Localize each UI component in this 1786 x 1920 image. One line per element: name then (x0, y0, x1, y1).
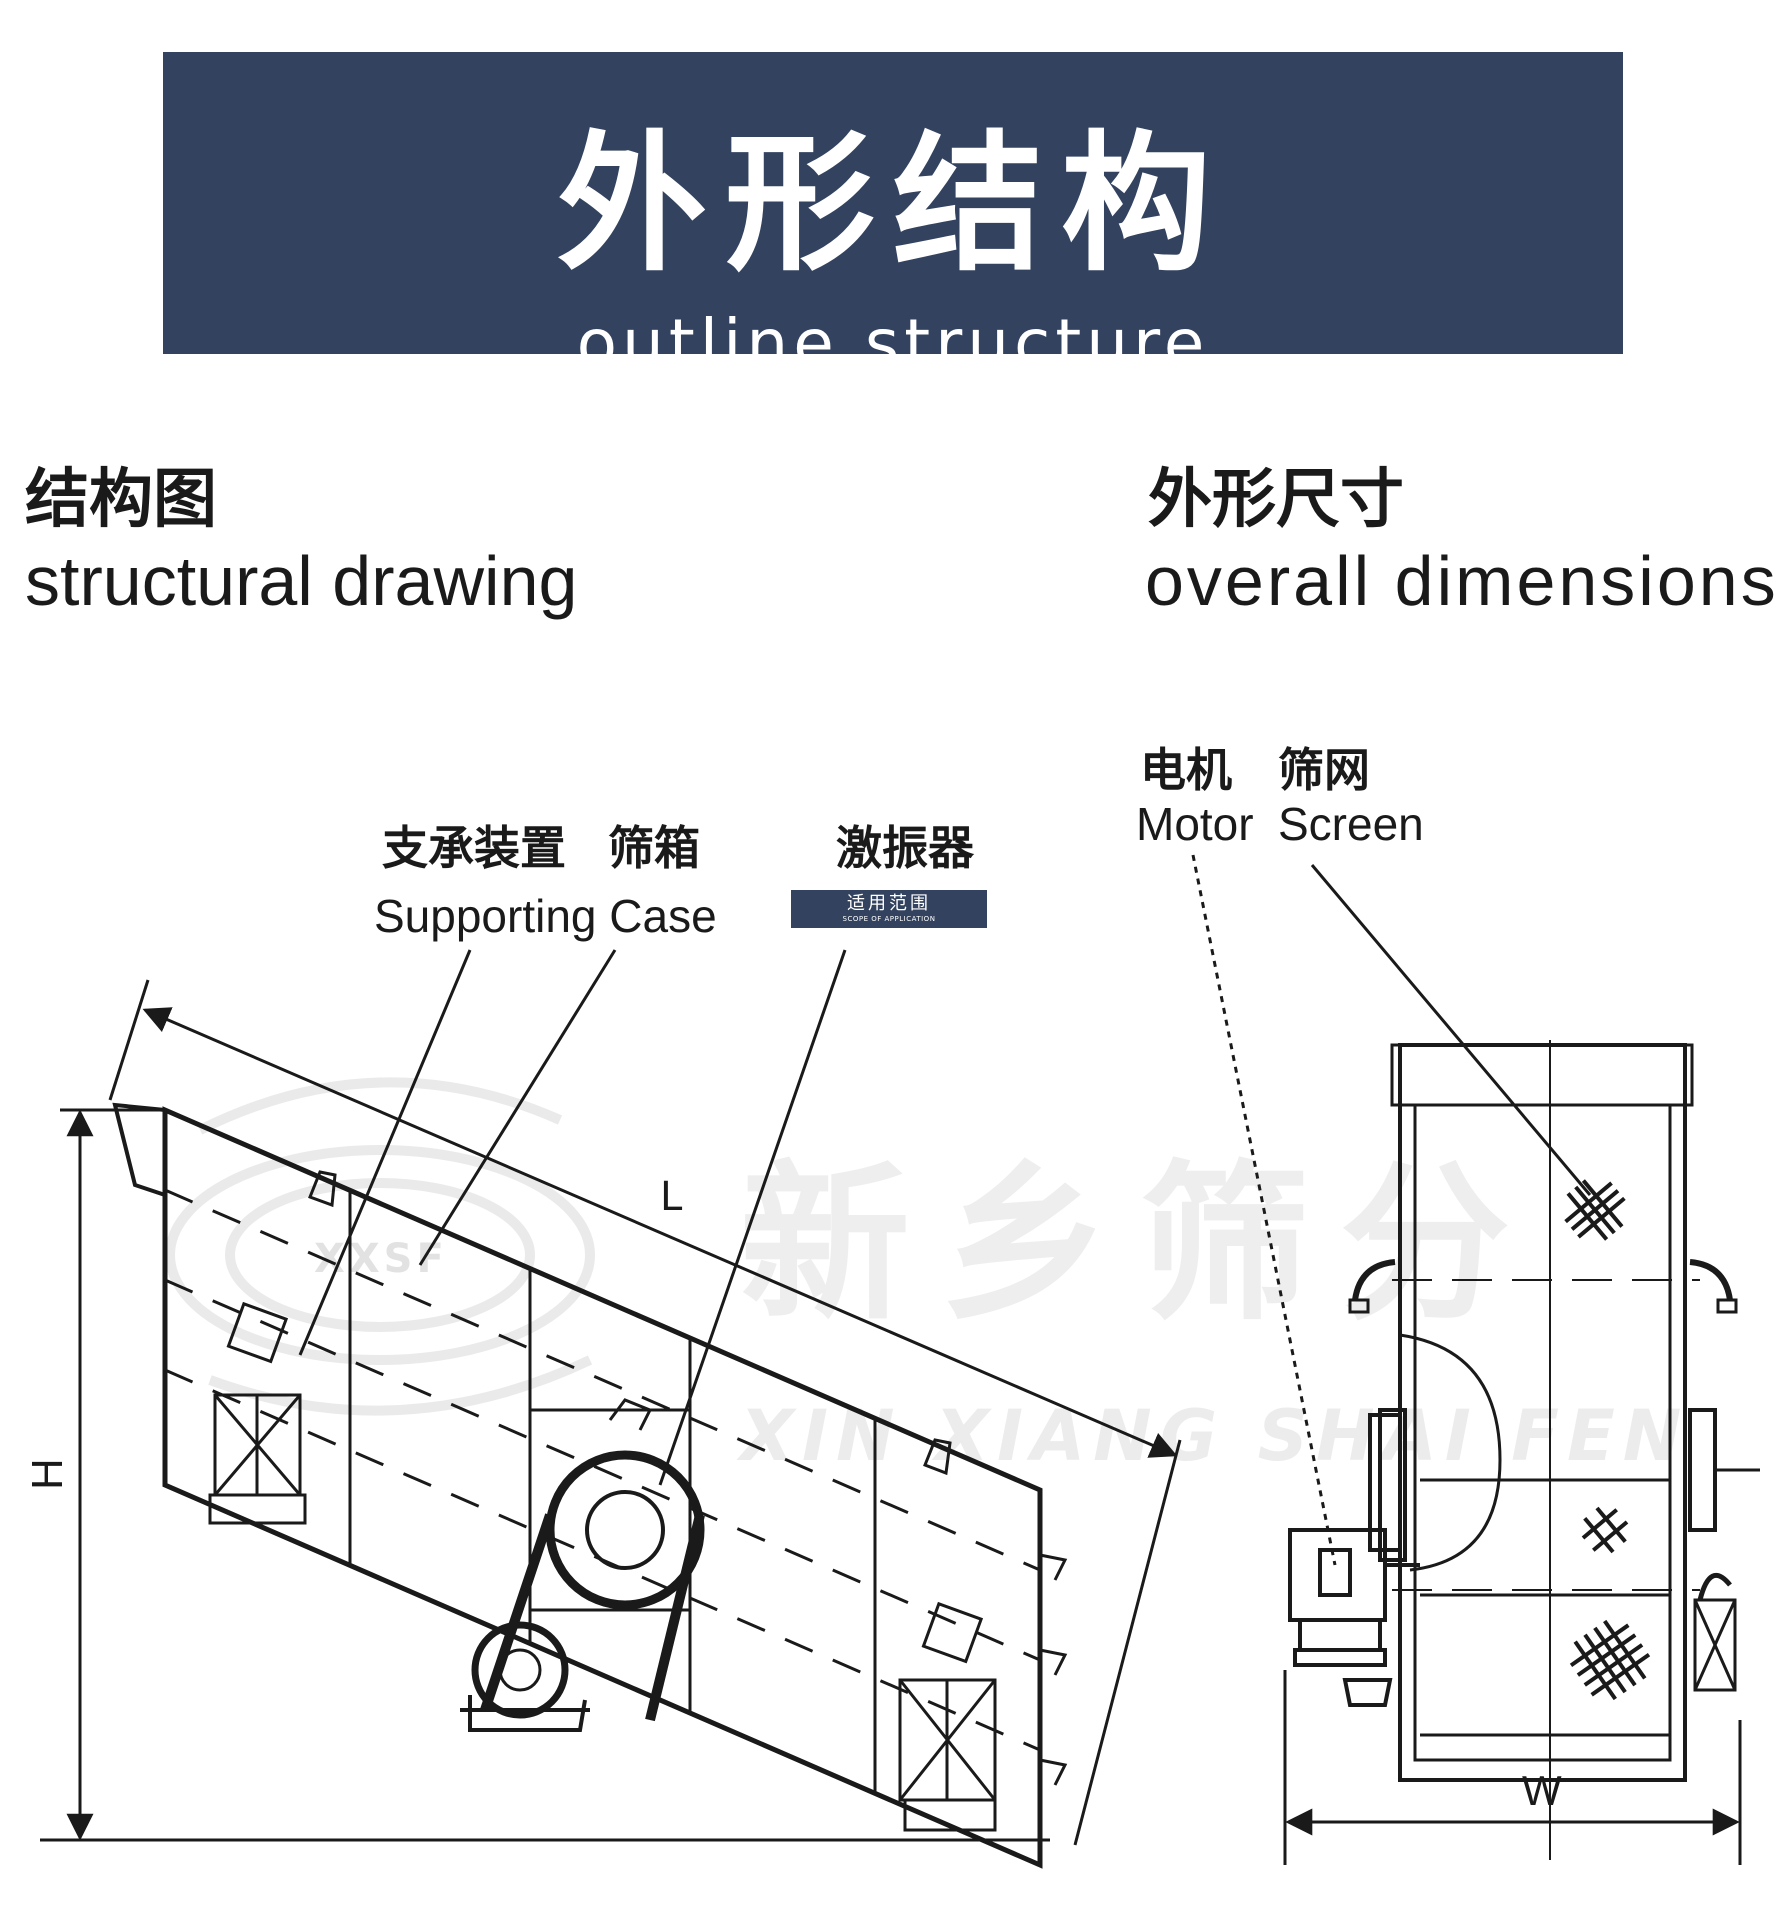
supporting-device-label-cn: 支承装置 (382, 821, 566, 875)
vibrator-label-cn: 激振器 (836, 821, 974, 875)
supporting-case-label-en: Supporting Case (374, 890, 717, 942)
title-banner: 外形结构 outline structure (163, 52, 1623, 382)
dimension-length (108, 979, 1182, 1846)
spring-support-right (898, 1601, 997, 1832)
structural-drawing-heading-cn: 结构图 (25, 463, 217, 537)
motor-icon (1288, 1413, 1420, 1707)
screen-box-label-cn: 筛箱 (608, 821, 700, 875)
banner-title-cn: 外形结构 (556, 118, 1229, 292)
height-label: H (23, 1458, 72, 1490)
motor-label-en: Motor (1136, 798, 1254, 850)
motor-label-cn: 电机 (1140, 743, 1232, 797)
badge-title: 适用范围 (847, 893, 931, 914)
width-label: W (1522, 1767, 1562, 1814)
dimension-height (40, 1108, 1050, 1842)
scope-of-application-badge: 适用范围 SCOPE OF APPLICATION (791, 890, 987, 928)
screen-box-end-view (1348, 1040, 1760, 1860)
structural-drawing-heading-en: structural drawing (25, 542, 578, 620)
overall-dimensions-heading-cn: 外形尺寸 (1148, 463, 1404, 537)
screen-label-cn: 筛网 (1278, 743, 1370, 797)
length-label: L (660, 1174, 683, 1220)
badge-subtitle: SCOPE OF APPLICATION (842, 915, 936, 923)
leader-lines-right (1191, 854, 1592, 1566)
screen-mesh-icon (1564, 1179, 1651, 1701)
watermark-logo-icon (165, 1077, 595, 1416)
dimension-width (1283, 1670, 1742, 1865)
banner-title-en: outline structure (576, 305, 1210, 382)
overall-dimensions-heading-en: overall dimensions (1145, 542, 1779, 620)
screen-label-en: Screen (1278, 798, 1424, 850)
vibrator-motor-assembly (460, 1398, 705, 1732)
